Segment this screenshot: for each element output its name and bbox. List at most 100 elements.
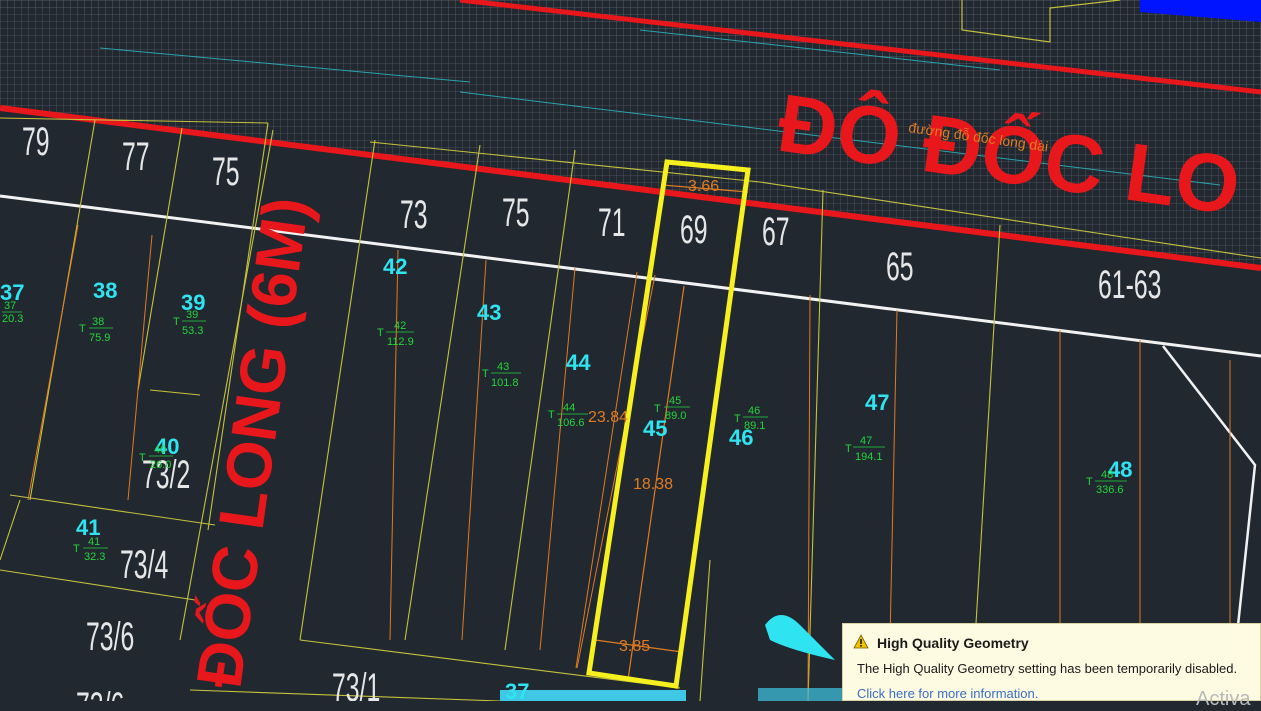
tag-top: 37 bbox=[4, 300, 16, 312]
tag-prefix: T bbox=[377, 327, 384, 339]
lot-tag: T 40 26.0 bbox=[139, 444, 173, 471]
tag-prefix: T bbox=[79, 323, 86, 335]
activate-windows-watermark: Activa bbox=[1196, 688, 1251, 710]
tag-prefix: T bbox=[173, 316, 180, 328]
house-number: 73 bbox=[400, 193, 428, 237]
tag-prefix: T bbox=[1086, 476, 1093, 488]
road-boundary bbox=[459, 0, 1261, 95]
lot-ids: 37 38 39 42 43 44 45 46 47 48 40 41 37 bbox=[0, 254, 1132, 701]
house-number: 79 bbox=[22, 120, 50, 164]
road-boundary bbox=[0, 105, 1261, 271]
orange-lot-lines bbox=[27, 224, 1231, 701]
dimensions: 3.66 23.84 18.38 3.85 bbox=[588, 178, 719, 655]
tag-prefix: T bbox=[734, 413, 741, 425]
cyan-bar bbox=[758, 688, 842, 701]
tag-top: 43 bbox=[497, 361, 509, 373]
tag-bottom: 194.1 bbox=[855, 451, 883, 463]
lot-tag: T 42 112.9 bbox=[377, 320, 414, 348]
lot-id: 48 bbox=[1108, 457, 1132, 482]
house-number: 73/6 bbox=[76, 685, 124, 701]
guide-line bbox=[639, 29, 1001, 71]
more-info-link[interactable]: Click here for more information. bbox=[857, 686, 1039, 701]
lot-id: 39 bbox=[181, 290, 205, 315]
dimension-line bbox=[594, 639, 683, 653]
lot-tag: 37 20.3 bbox=[2, 300, 23, 325]
house-number: 73/6 bbox=[86, 615, 134, 659]
lot-id: 46 bbox=[729, 425, 753, 450]
alley-line bbox=[0, 194, 1261, 358]
tag-bottom: 89.0 bbox=[665, 410, 686, 422]
lot-id: 47 bbox=[865, 390, 889, 415]
lot-id: 43 bbox=[477, 300, 501, 325]
house-number: 65 bbox=[886, 245, 914, 289]
cyan-bar bbox=[500, 690, 686, 701]
tag-bottom: 20.3 bbox=[2, 313, 23, 325]
tag-top: 46 bbox=[748, 405, 760, 417]
tag-top: 38 bbox=[92, 316, 104, 328]
house-number: 75 bbox=[502, 191, 530, 235]
selected-lot-45[interactable] bbox=[586, 159, 751, 689]
tag-prefix: T bbox=[548, 409, 555, 421]
house-number: 61-63 bbox=[1098, 263, 1161, 307]
tag-bottom: 106.6 bbox=[557, 417, 585, 429]
lot-tags: 37 20.3 T 38 75.9 T 39 53.3 T 42 112.9 T… bbox=[2, 300, 1127, 563]
tag-prefix: T bbox=[654, 403, 661, 415]
dimension-line bbox=[576, 274, 656, 669]
tag-top: 48 bbox=[1101, 469, 1113, 481]
tag-top: 45 bbox=[669, 395, 681, 407]
lot-tag: T 43 101.8 bbox=[482, 361, 521, 389]
lot-tag: T 48 336.6 bbox=[1086, 469, 1127, 496]
notification-title: High Quality Geometry bbox=[877, 635, 1029, 651]
dimension-text: 3.66 bbox=[688, 178, 719, 195]
house-number: 71 bbox=[598, 201, 626, 245]
house-number: 73/2 bbox=[142, 453, 190, 497]
lot-tag: T 46 89.1 bbox=[734, 405, 768, 432]
tag-bottom: 32.3 bbox=[84, 551, 105, 563]
building-outline bbox=[961, 0, 1121, 43]
street-name-left: ĐỐC LONG (6M) bbox=[183, 193, 323, 692]
tag-prefix: T bbox=[139, 452, 146, 464]
tag-top: 40 bbox=[154, 444, 166, 456]
tag-top: 44 bbox=[563, 402, 575, 414]
guide-line bbox=[99, 47, 471, 83]
lot-id: 41 bbox=[76, 515, 100, 540]
dimension-line bbox=[627, 285, 685, 681]
house-numbers: 79 77 75 73 75 71 69 67 65 61-63 73/2 73… bbox=[22, 120, 1161, 701]
alley-line bbox=[1162, 345, 1257, 701]
tag-top: 39 bbox=[186, 309, 198, 321]
house-number: 77 bbox=[122, 135, 150, 179]
dimension-text: 18.38 bbox=[633, 476, 673, 493]
dimension-text: 23.84 bbox=[588, 409, 628, 426]
tag-top: 41 bbox=[88, 536, 100, 548]
lot-id: 44 bbox=[566, 350, 591, 375]
dimension-line bbox=[661, 184, 749, 193]
tag-top: 42 bbox=[394, 320, 406, 332]
house-number: 73/4 bbox=[120, 543, 168, 587]
cyan-shape bbox=[765, 615, 835, 660]
house-number: 73/1 bbox=[332, 666, 380, 701]
lot-tag: T 38 75.9 bbox=[79, 316, 113, 344]
blue-block bbox=[1140, 0, 1261, 22]
tag-prefix: T bbox=[482, 368, 489, 380]
lot-id: 37 bbox=[505, 679, 529, 701]
house-number: 69 bbox=[680, 208, 708, 252]
guide-line bbox=[459, 91, 1221, 186]
tag-bottom: 112.9 bbox=[387, 336, 414, 348]
lot-tag: T 39 53.3 bbox=[173, 309, 206, 337]
tag-bottom: 53.3 bbox=[182, 325, 203, 337]
notification-body: The High Quality Geometry setting has be… bbox=[857, 661, 1238, 676]
lot-id: 40 bbox=[155, 434, 179, 459]
house-number: 75 bbox=[212, 150, 240, 194]
tag-prefix: T bbox=[845, 443, 852, 455]
tag-bottom: 26.0 bbox=[150, 459, 171, 471]
tag-top: 47 bbox=[860, 435, 872, 447]
tag-bottom: 89.1 bbox=[744, 420, 765, 432]
lot-id: 42 bbox=[383, 254, 407, 279]
warning-icon bbox=[853, 634, 869, 649]
lot-tag: T 47 194.1 bbox=[845, 435, 885, 463]
tag-bottom: 75.9 bbox=[89, 332, 110, 344]
house-number: 67 bbox=[762, 210, 790, 254]
lot-tag: T 44 106.6 bbox=[548, 402, 588, 429]
lot-tag: T 41 32.3 bbox=[73, 536, 108, 563]
